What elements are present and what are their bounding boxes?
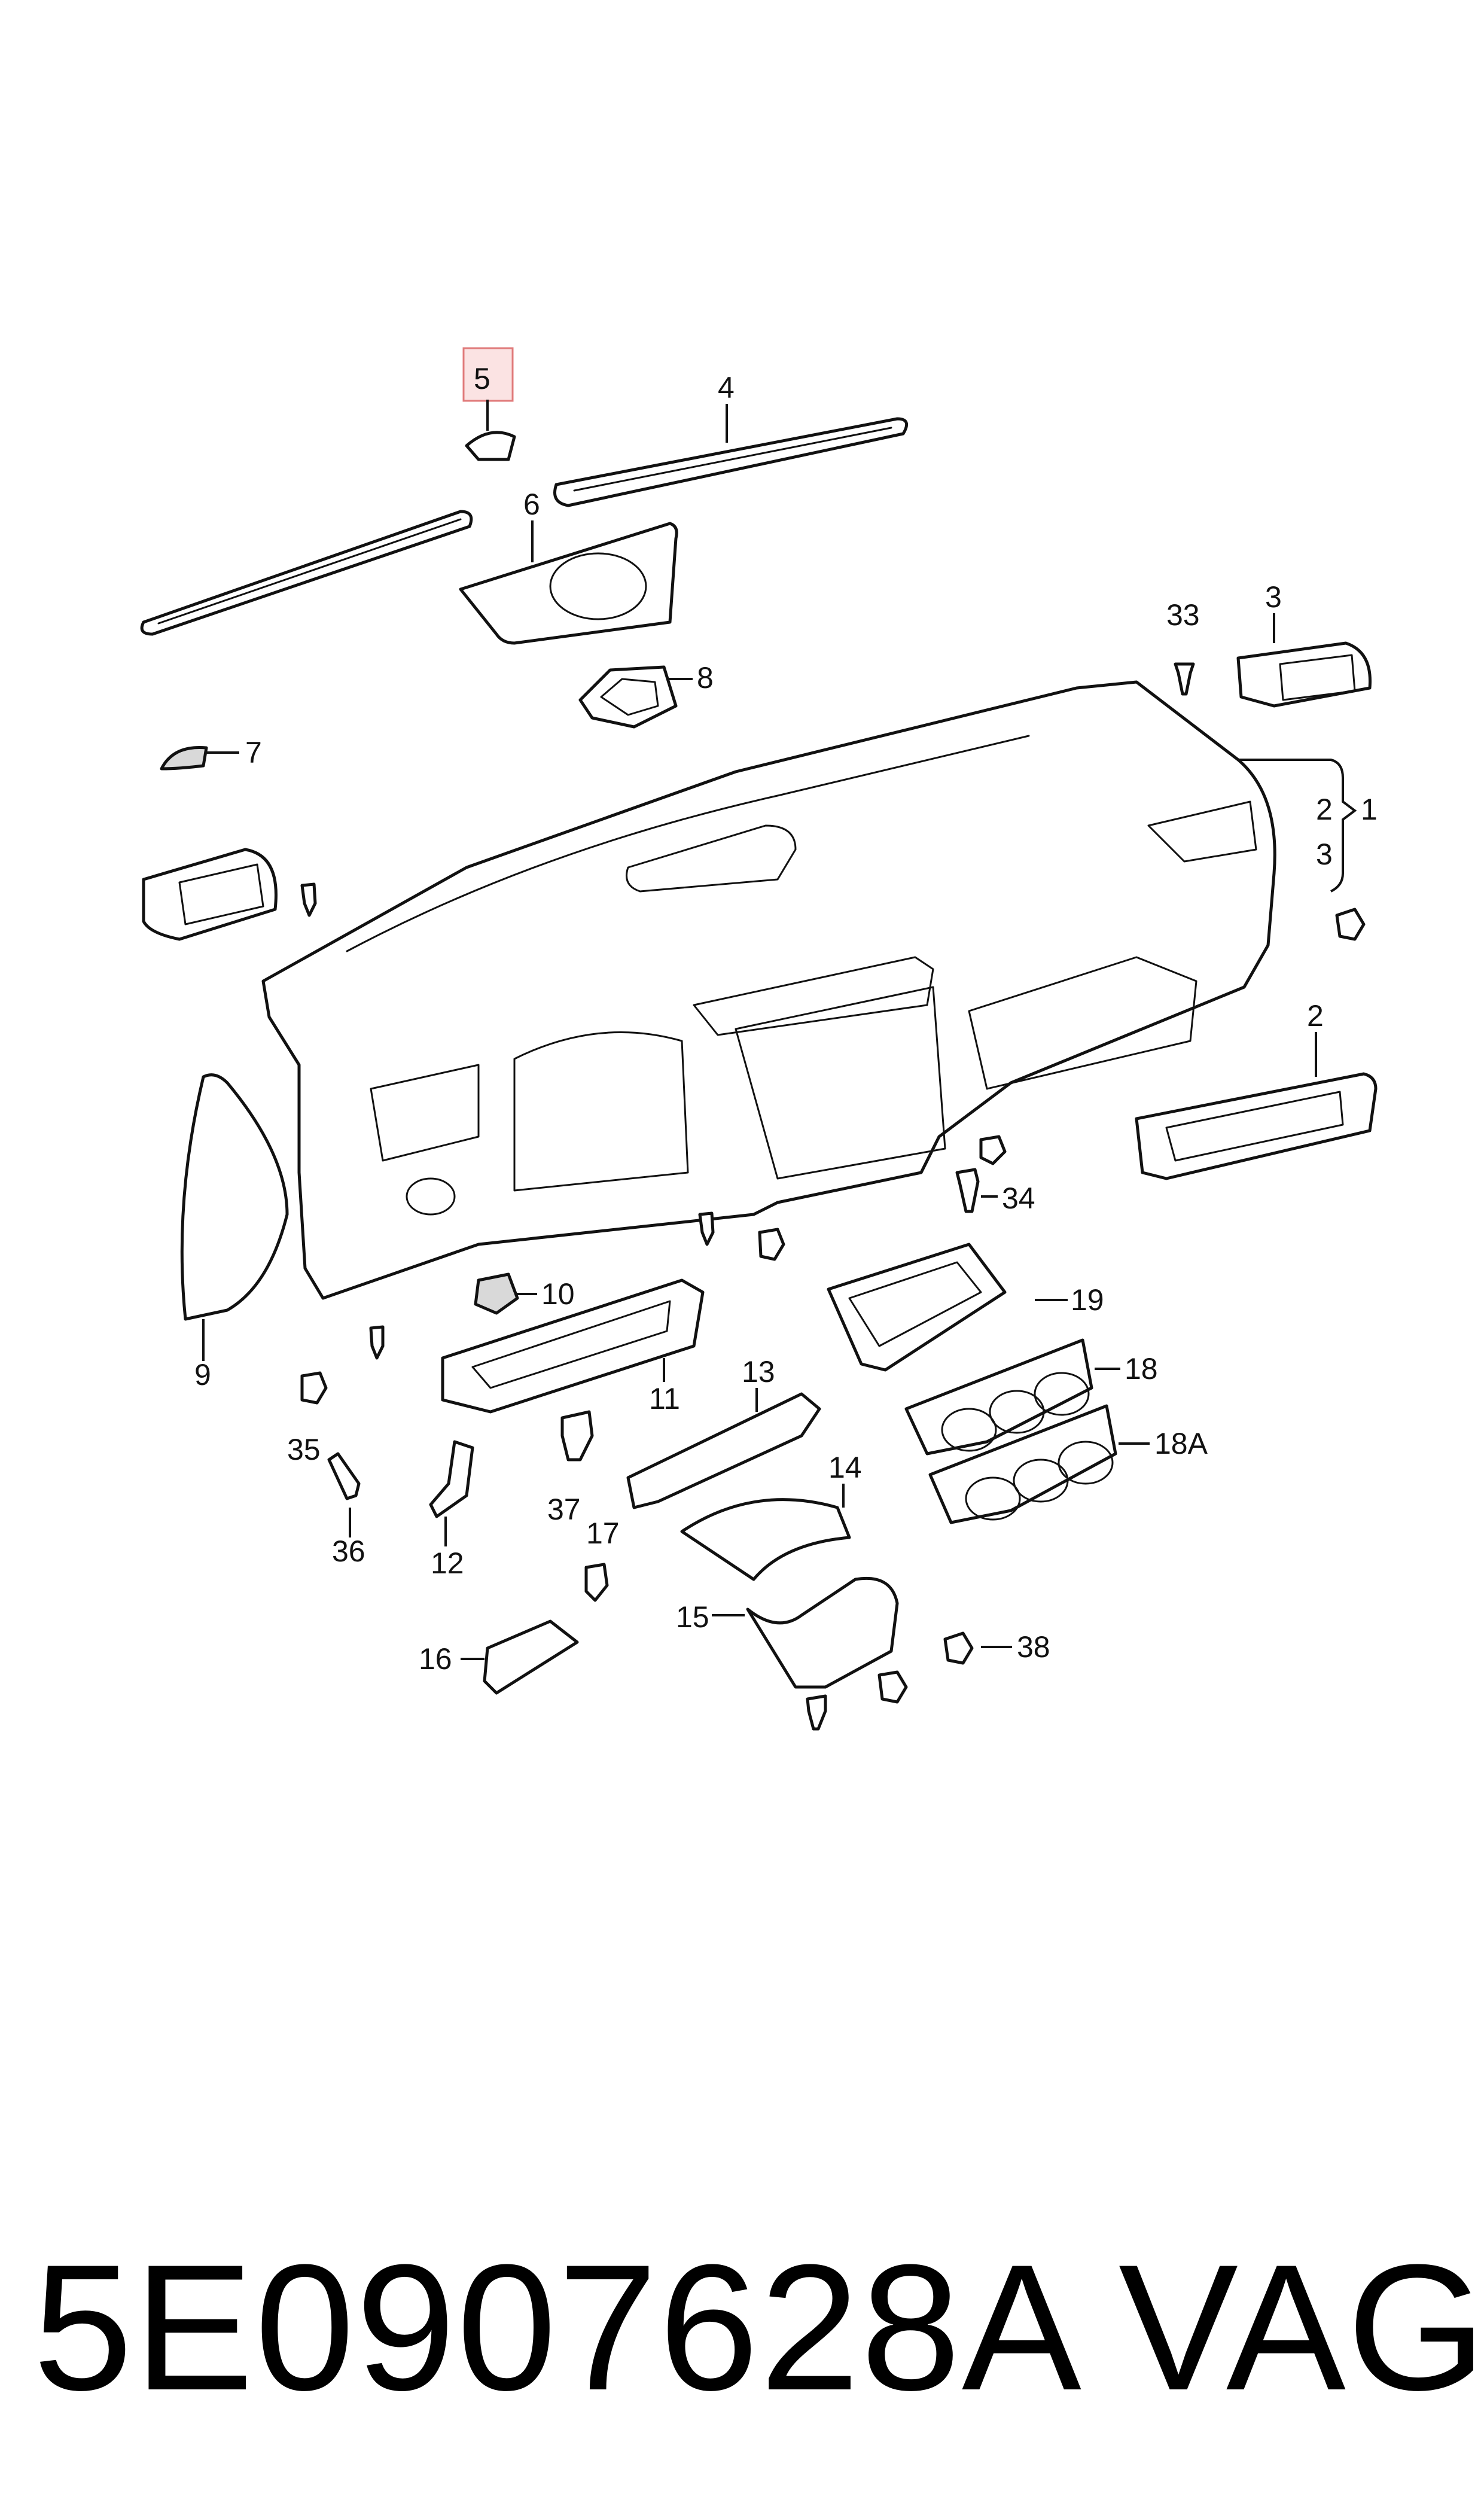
part-10-clip bbox=[474, 1272, 519, 1315]
part-14-column-shroud-upper bbox=[680, 1498, 851, 1581]
callout-15[interactable]: 15 bbox=[676, 1600, 709, 1634]
part-19-bracket bbox=[827, 1243, 1007, 1372]
part-8-bracket bbox=[578, 665, 678, 729]
part-16-storage-tray bbox=[483, 1619, 579, 1695]
callout-3b[interactable]: 3 bbox=[1316, 838, 1333, 871]
callout-34[interactable]: 34 bbox=[1002, 1182, 1035, 1215]
part-screw-b bbox=[877, 1670, 908, 1704]
part-5-cap bbox=[465, 431, 516, 461]
part-12-bracket bbox=[429, 1440, 474, 1518]
callout-14[interactable]: 14 bbox=[828, 1451, 862, 1484]
callout-4[interactable]: 4 bbox=[718, 371, 735, 404]
callout-10[interactable]: 10 bbox=[541, 1277, 575, 1311]
part-17-clip bbox=[584, 1563, 609, 1602]
part-screw-f bbox=[300, 882, 317, 917]
callout-16[interactable]: 16 bbox=[419, 1642, 452, 1676]
callout-18A[interactable]: 18A bbox=[1154, 1427, 1208, 1460]
part-13-cover-strip bbox=[626, 1392, 821, 1509]
part-nut-right bbox=[1335, 908, 1366, 941]
callout-6[interactable]: 6 bbox=[523, 488, 540, 521]
part-9-side-trim bbox=[180, 1073, 289, 1321]
callout-35[interactable]: 35 bbox=[287, 1433, 321, 1466]
callout-33[interactable]: 33 bbox=[1166, 598, 1200, 632]
callout-38[interactable]: 38 bbox=[1017, 1630, 1050, 1664]
part-screw-small bbox=[979, 1135, 1007, 1165]
part-number-label: 5E0907628A bbox=[33, 2227, 1083, 2428]
callout-18[interactable]: 18 bbox=[1125, 1352, 1158, 1386]
part-4-trim-strip bbox=[553, 417, 909, 507]
callout-7[interactable]: 7 bbox=[245, 736, 262, 769]
callout-5[interactable]: 5 bbox=[474, 362, 490, 395]
brand-label: VAG bbox=[1119, 2227, 1484, 2428]
part-36-bolt bbox=[327, 1452, 361, 1500]
part-35-nut bbox=[300, 1371, 328, 1405]
callout-17[interactable]: 17 bbox=[586, 1517, 620, 1550]
part-34-screw bbox=[955, 1168, 980, 1213]
callout-13[interactable]: 13 bbox=[742, 1355, 775, 1389]
part-33-screw bbox=[1174, 662, 1195, 696]
part-38-screw bbox=[943, 1631, 974, 1665]
part-screw-d bbox=[698, 1211, 715, 1246]
callout-11[interactable]: 11 bbox=[649, 1382, 680, 1415]
bracket-group-1 bbox=[1232, 759, 1357, 893]
part-nut-e bbox=[758, 1228, 785, 1261]
part-3-side-vent-left bbox=[142, 848, 278, 941]
callout-1[interactable]: 1 bbox=[1361, 793, 1378, 826]
part-7-vent-trim bbox=[160, 745, 208, 771]
callout-2b[interactable]: 2 bbox=[1307, 999, 1324, 1033]
part-11-lower-tray bbox=[441, 1278, 705, 1414]
callout-12[interactable]: 12 bbox=[431, 1546, 464, 1580]
part-6-center-panel bbox=[459, 522, 678, 645]
part-2-center-vent bbox=[1135, 1072, 1378, 1180]
part-15-column-shroud-lower bbox=[746, 1576, 899, 1689]
part-screw-a bbox=[806, 1694, 827, 1731]
callout-2a[interactable]: 2 bbox=[1316, 793, 1333, 826]
part-dashboard-main-body bbox=[261, 680, 1276, 1300]
callout-9[interactable]: 9 bbox=[194, 1358, 211, 1392]
part-screw-c bbox=[369, 1325, 385, 1360]
callout-36[interactable]: 36 bbox=[332, 1534, 365, 1568]
callout-19[interactable]: 19 bbox=[1071, 1283, 1104, 1317]
part-37-clip bbox=[560, 1410, 594, 1462]
highlight-box-5 bbox=[462, 347, 514, 402]
callout-3a[interactable]: 3 bbox=[1265, 580, 1282, 614]
callout-37[interactable]: 37 bbox=[547, 1493, 581, 1526]
callout-8[interactable]: 8 bbox=[697, 661, 714, 695]
